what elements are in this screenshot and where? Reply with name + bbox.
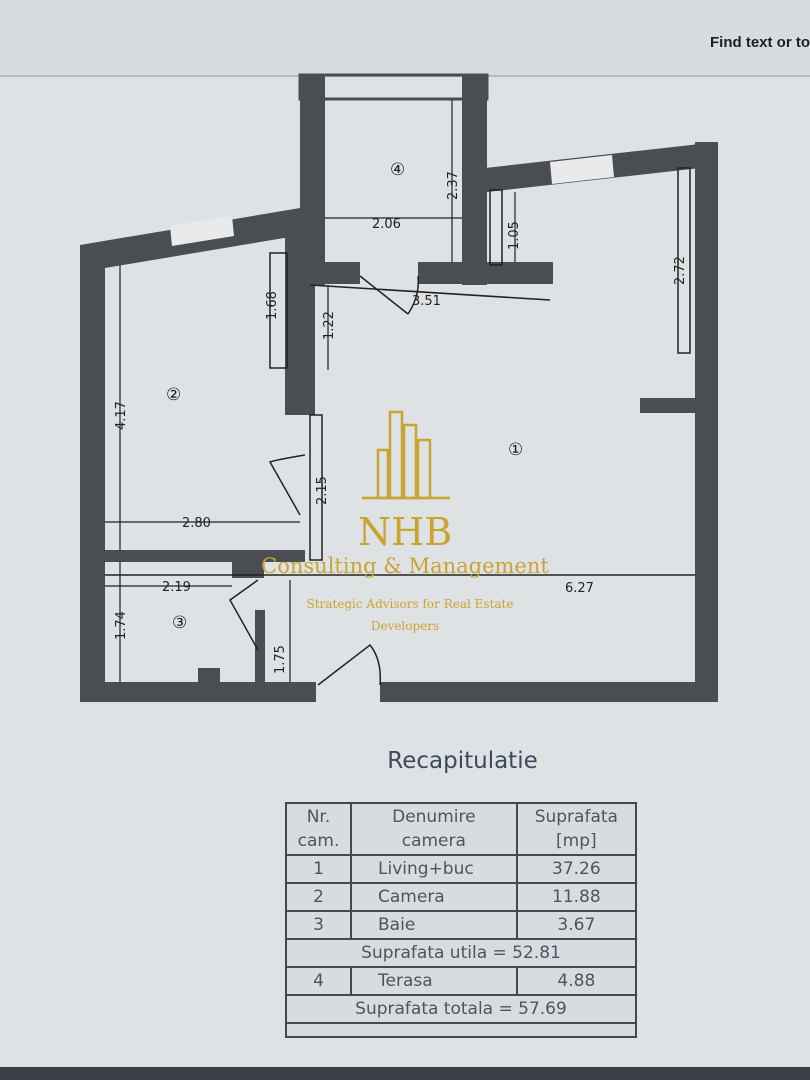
wall-terrace-right xyxy=(462,75,487,285)
watermark-brand: NHB xyxy=(358,510,452,554)
walls xyxy=(80,73,718,702)
dim-label: 2.72 xyxy=(673,256,688,285)
dim-label: 6.27 xyxy=(565,581,594,596)
windows xyxy=(170,155,614,246)
wall-int-upper xyxy=(285,215,315,415)
wall-int-small xyxy=(232,558,264,578)
dim-label: 2.06 xyxy=(372,217,401,232)
dimension-lines xyxy=(105,100,516,682)
empty-row xyxy=(285,1022,637,1038)
watermark-logo-icon xyxy=(362,410,450,500)
wall-right xyxy=(695,142,718,702)
watermark-line2: Strategic Advisors for Real Estate xyxy=(307,597,514,611)
floor-plan: ④ ② ① ③ 2.06 2.37 1.05 2.72 3.51 1.68 1.… xyxy=(80,73,718,702)
room-2-label: ② xyxy=(166,385,181,405)
watermark-line1: Consulting & Management xyxy=(261,554,549,578)
total-area-row: Suprafata totala = 57.69 xyxy=(285,994,637,1024)
door-terrace xyxy=(359,275,420,315)
door-bath xyxy=(229,579,259,651)
dim-label: 1.74 xyxy=(114,611,129,640)
find-text-button[interactable]: Find text or to xyxy=(710,34,810,51)
dim-label: 1.22 xyxy=(322,311,337,340)
wall-left xyxy=(80,245,105,700)
room-4-label: ④ xyxy=(390,160,405,180)
wall-bath-notch xyxy=(198,668,220,684)
dim-label: 1.05 xyxy=(507,221,522,250)
monitor-bezel xyxy=(0,1067,810,1080)
wall-bath-right xyxy=(255,610,265,685)
wall-int-stub xyxy=(640,398,698,413)
window-left xyxy=(170,216,234,246)
dim-label: 1.75 xyxy=(273,645,288,674)
door-entry xyxy=(317,643,382,686)
wall-terrace-top xyxy=(298,73,489,101)
room-3-label: ③ xyxy=(172,613,187,633)
dim-label: 2.19 xyxy=(162,580,191,595)
dim-label: 4.17 xyxy=(114,401,129,430)
room-1-label: ① xyxy=(508,440,523,460)
wall-bottom-right xyxy=(380,682,718,702)
dim-label: 1.68 xyxy=(265,291,280,320)
dim-label: 2.37 xyxy=(446,171,461,200)
useful-area-row: Suprafata utila = 52.81 xyxy=(285,938,637,968)
doors xyxy=(105,167,695,686)
window-right xyxy=(550,155,614,184)
header-nr: Nr.cam. xyxy=(284,802,353,856)
wall-terrace-bottom-r xyxy=(418,262,553,284)
door-room2 xyxy=(268,454,306,516)
dim-label: 2.80 xyxy=(182,516,211,531)
watermark-line3: Developers xyxy=(371,619,439,633)
summary-title: Recapitulatie xyxy=(387,748,538,774)
dim-label: 3.51 xyxy=(412,294,441,309)
wall-bottom-left xyxy=(80,682,316,702)
dim-label: 2.15 xyxy=(315,476,330,505)
header-area: Suprafata[mp] xyxy=(515,802,638,856)
